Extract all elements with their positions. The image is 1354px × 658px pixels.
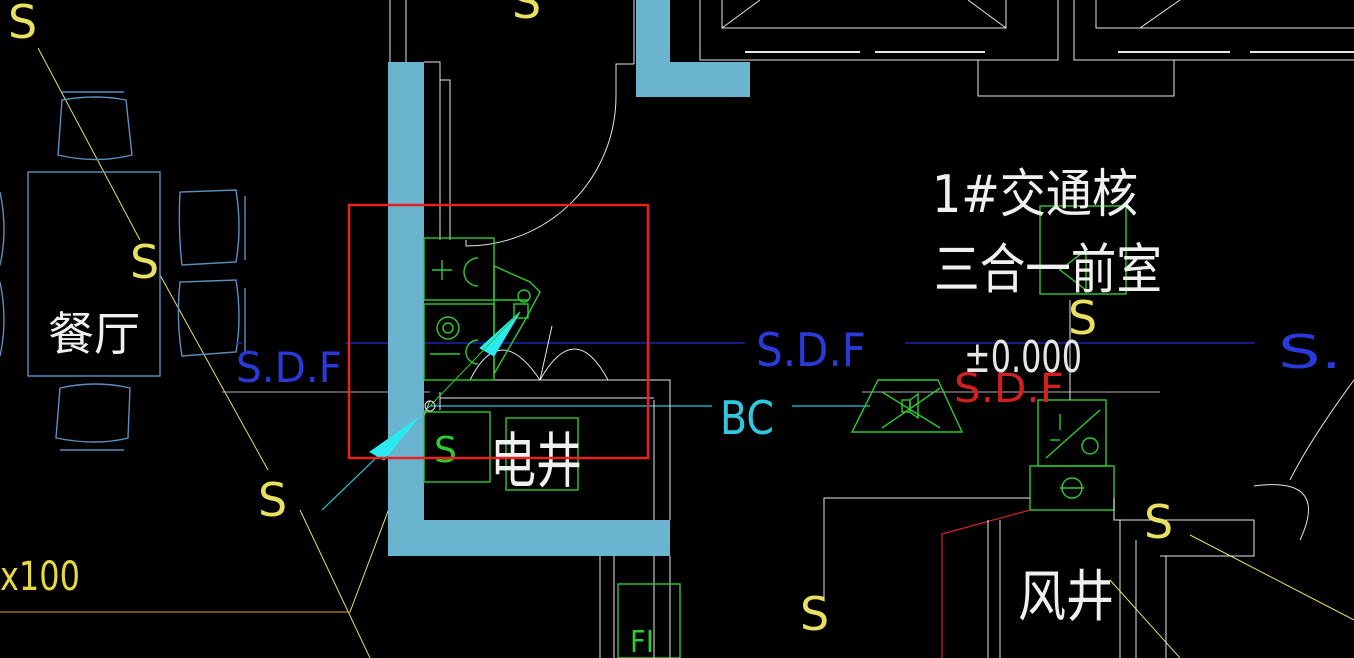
bc-label: BC bbox=[720, 391, 774, 445]
electrical-equipment bbox=[423, 205, 1127, 658]
sdf-label-red: S.D.F bbox=[954, 366, 1064, 412]
s-symbol: S bbox=[130, 235, 159, 289]
selection-box[interactable] bbox=[347, 203, 650, 460]
red-line bbox=[941, 509, 1031, 658]
fi-label: FI bbox=[630, 625, 654, 658]
s-symbol: S bbox=[800, 587, 829, 641]
s-symbol: S bbox=[258, 473, 287, 527]
core-title: 1#交通核 bbox=[932, 165, 1138, 225]
s-symbol: S bbox=[1144, 495, 1173, 549]
core-subtitle: 三合一前室 bbox=[934, 238, 1162, 301]
elevation-mark: ±0.000 bbox=[964, 332, 1082, 383]
concrete-walls bbox=[388, 0, 750, 556]
dining-room-label: 餐厅 bbox=[48, 307, 140, 361]
sdf-label-right: S. bbox=[1278, 325, 1342, 379]
dimension-text-left: x100 bbox=[0, 554, 80, 600]
s-symbol: S bbox=[8, 0, 37, 49]
top-wall-outlines bbox=[389, 0, 1354, 247]
s-symbols: S S S S S S S bbox=[8, 0, 1173, 641]
sdf-label-left: S.D.F bbox=[236, 343, 342, 392]
sdf-label-mid: S.D.F bbox=[756, 323, 866, 377]
shaft-outlines bbox=[424, 61, 671, 658]
s-symbol-shaft: S bbox=[434, 430, 457, 471]
camera-markers bbox=[369, 311, 521, 461]
air-shaft-label: 风井 bbox=[1018, 565, 1114, 630]
electrical-shaft-label: 电井 bbox=[490, 427, 582, 497]
bottom-right-structures bbox=[823, 300, 1354, 658]
dining-furniture bbox=[0, 91, 246, 451]
s-symbol: S bbox=[1068, 291, 1097, 345]
s-symbol: S bbox=[512, 0, 541, 29]
